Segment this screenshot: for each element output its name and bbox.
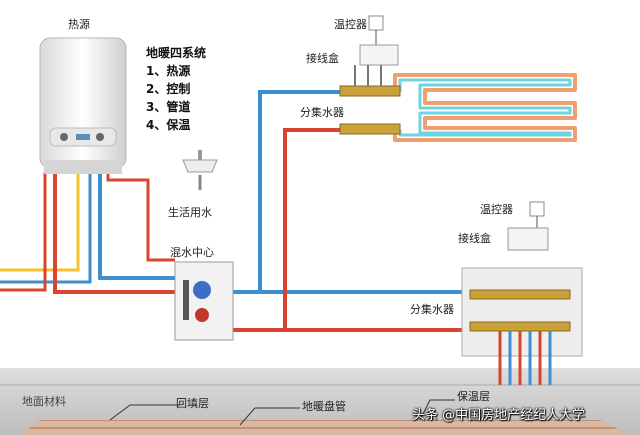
sink <box>182 150 218 173</box>
label-junction-box-right: 接线盒 <box>458 232 491 245</box>
label-floor-heating-coil: 地暖盘管 <box>302 400 346 413</box>
mixing-center <box>174 261 234 341</box>
thermostat-top-device <box>368 15 384 31</box>
manifold-top-supply-bar <box>339 85 401 97</box>
floor-heating-coil-layer <box>20 420 630 435</box>
system-list: 地暖四系统 1、热源 2、控制 3、管道 4、保温 <box>146 44 206 134</box>
label-manifold-top: 分集水器 <box>300 106 344 119</box>
coil-hot-loop <box>393 73 577 142</box>
boiler-knob-right <box>96 133 104 141</box>
label-insulation-layer: 保温层 <box>457 390 490 403</box>
label-thermostat-right: 温控器 <box>480 203 513 216</box>
watermark: 头条 @中国房地产经纪人大学 <box>412 408 586 423</box>
manifold-right-outlet-pipes <box>498 331 552 385</box>
label-thermostat-top: 温控器 <box>334 18 367 31</box>
system-list-item: 2、控制 <box>146 82 191 96</box>
label-backfill-layer: 回填层 <box>176 397 209 410</box>
sink-faucet <box>198 150 202 160</box>
junction-box-top-device <box>359 44 399 66</box>
insulation-pointer-tail <box>419 399 431 421</box>
left-supply-lines <box>0 172 92 292</box>
main-pipes <box>53 90 470 332</box>
junction-box-right-device <box>507 227 549 251</box>
system-list-item: 1、热源 <box>146 64 191 78</box>
manifold-right-return-bar <box>469 321 571 332</box>
floor-section <box>0 368 640 435</box>
system-list-item: 3、管道 <box>146 100 191 114</box>
mixing-valve <box>195 308 209 322</box>
manifold-top-return-bar <box>339 123 401 135</box>
cold-inlet-pipe <box>0 172 92 284</box>
sink-basin <box>182 159 218 173</box>
return-from-top-manifold <box>283 128 340 330</box>
boiler <box>39 37 127 174</box>
label-domestic-water: 生活用水 <box>168 206 212 219</box>
mixing-pump <box>193 281 211 299</box>
thermostat-right-device <box>529 201 545 217</box>
boiler-bottom <box>44 160 122 174</box>
cold-main-to-mixer <box>98 172 180 280</box>
top-coil <box>393 73 577 142</box>
boiler-knob-left <box>60 133 68 141</box>
label-heat-source: 热源 <box>68 18 90 31</box>
supply-to-top-manifold <box>258 90 340 292</box>
yellow-pipe <box>0 172 80 272</box>
label-floor-material: 地面材料 <box>22 395 66 408</box>
coil-pointer-tail <box>239 407 256 426</box>
coil-cold-loop <box>398 78 572 137</box>
right-manifold-assembly <box>461 201 583 385</box>
label-mixing-center: 混水中心 <box>170 246 214 259</box>
boiler-body <box>39 37 127 169</box>
label-junction-box-top: 接线盒 <box>306 52 339 65</box>
manifold-right-supply-bar <box>469 289 571 300</box>
label-manifold-right: 分集水器 <box>410 303 454 316</box>
domestic-hot-line <box>106 172 175 262</box>
system-list-title: 地暖四系统 <box>146 46 207 60</box>
top-manifold-assembly <box>339 15 401 135</box>
backfill-pointer-tail <box>109 404 131 421</box>
boiler-display <box>76 134 90 140</box>
system-list-item: 4、保温 <box>146 118 191 132</box>
hot-main-to-mixer <box>53 172 180 294</box>
manifold-cabinet <box>461 267 583 357</box>
hot-outlet-pipe-left <box>0 172 47 292</box>
mixing-pipe-stub <box>183 280 189 320</box>
